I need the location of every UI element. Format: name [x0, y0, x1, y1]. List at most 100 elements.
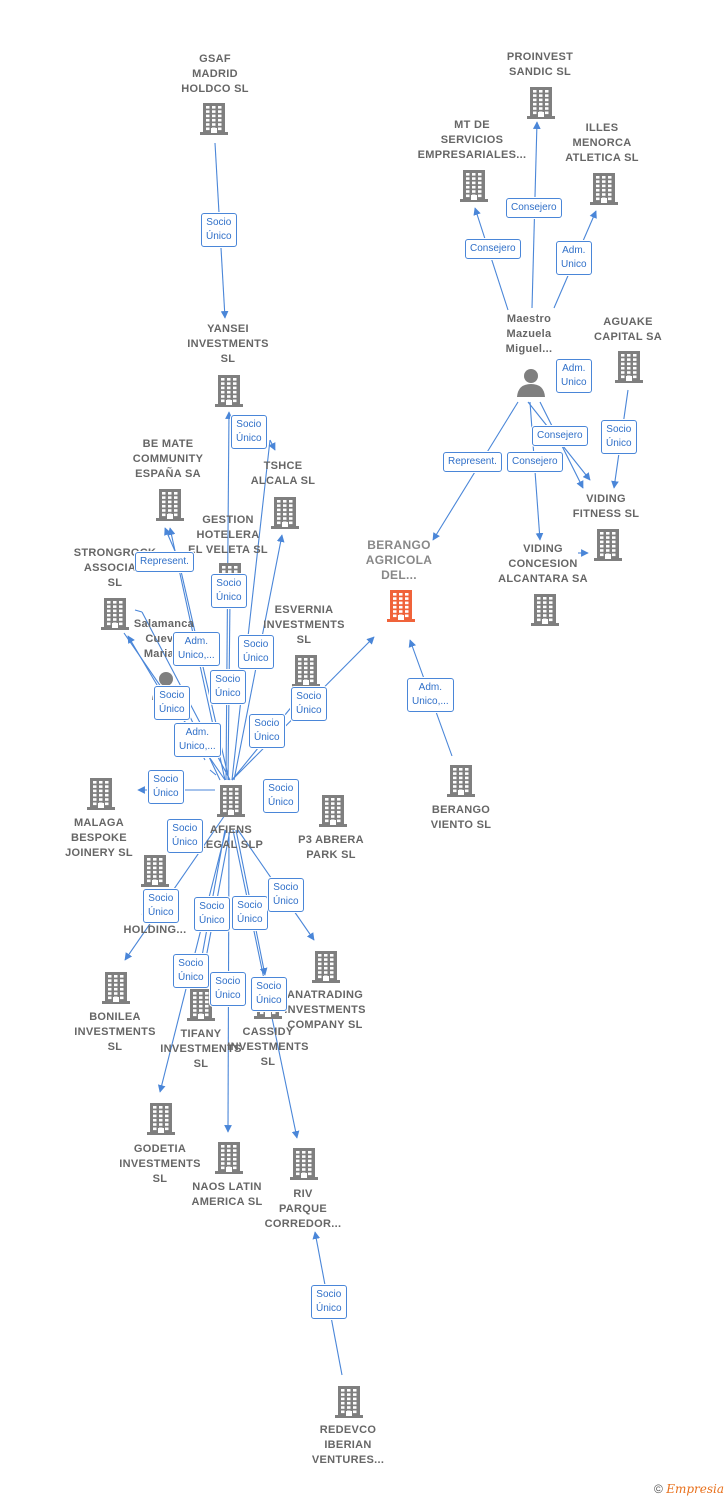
node-label: P3 ABRERA PARK SL [298, 834, 364, 861]
building-icon[interactable] [594, 527, 622, 566]
node-aguake[interactable]: AGUAKE CAPITAL SA [563, 315, 693, 345]
node-tshce[interactable]: TSHCE ALCALA SL [218, 459, 348, 489]
building-icon[interactable] [101, 596, 129, 635]
node-p3[interactable]: P3 ABRERA PARK SL [266, 833, 396, 863]
building-icon[interactable] [292, 653, 320, 692]
node-label: VIDING FITNESS SL [572, 493, 640, 520]
node-vidingc[interactable]: VIDING CONCESION ALCANTARA SA [478, 542, 608, 587]
building-icon[interactable] [200, 101, 228, 140]
building-icon[interactable] [615, 349, 643, 388]
building-icon[interactable] [215, 1140, 243, 1179]
node-esvernia[interactable]: ESVERNIA INVESTMENTS SL [239, 603, 369, 648]
relation-badge[interactable]: Socio Único [268, 878, 304, 912]
relation-badge[interactable]: Socio Único [210, 972, 246, 1006]
node-afiens[interactable]: AFIENS LEGAL SLP [166, 823, 296, 853]
relation-badge[interactable]: Adm. Unico,... [174, 723, 221, 757]
relation-badge[interactable]: Represent. [135, 552, 194, 572]
relation-badge[interactable]: Consejero [465, 239, 521, 259]
relation-badge[interactable]: Socio Único [601, 420, 637, 454]
node-ana[interactable]: ANATRADING INVESTMENTS COMPANY SL [260, 988, 390, 1033]
relation-badge[interactable]: Socio Único [211, 574, 247, 608]
building-icon[interactable] [590, 171, 618, 210]
building-icon[interactable] [271, 495, 299, 534]
node-vidingf[interactable]: VIDING FITNESS SL [541, 492, 671, 522]
building-icon[interactable] [215, 373, 243, 412]
relation-badge[interactable]: Socio Único [231, 415, 267, 449]
node-label: AGUAKE CAPITAL SA [594, 316, 662, 343]
building-icon[interactable] [147, 1101, 175, 1140]
relation-badge[interactable]: Socio Único [238, 635, 274, 669]
building-icon[interactable] [319, 793, 347, 832]
person-icon[interactable] [516, 367, 546, 402]
node-gsaf[interactable]: GSAF MADRID HOLDCO SL [150, 52, 280, 97]
node-maestro[interactable]: Maestro Mazuela Miguel... [464, 312, 594, 357]
node-berango[interactable]: BERANGO AGRICOLA DEL... [334, 538, 464, 583]
relation-badge[interactable]: Socio Único [143, 889, 179, 923]
relation-badge[interactable]: Socio Único [173, 954, 209, 988]
building-icon[interactable] [141, 853, 169, 892]
relation-badge[interactable]: Socio Único [249, 714, 285, 748]
building-icon[interactable] [102, 970, 130, 1009]
relation-badge[interactable]: Adm. Unico [556, 241, 592, 275]
node-redevco[interactable]: REDEVCO IBERIAN VENTURES... [283, 1423, 413, 1468]
relation-badge[interactable]: Represent. [443, 452, 502, 472]
relation-badge[interactable]: Socio Único [251, 977, 287, 1011]
node-mtde[interactable]: MT DE SERVICIOS EMPRESARIALES... [407, 118, 537, 163]
relation-badge[interactable]: Socio Único [263, 779, 299, 813]
empresia-logo[interactable]: Empresia [666, 1482, 724, 1496]
node-bonilea[interactable]: BONILEA INVESTMENTS SL [50, 1010, 180, 1055]
relation-badge[interactable]: Consejero [507, 452, 563, 472]
building-icon[interactable] [217, 783, 245, 822]
node-yansei[interactable]: YANSEI INVESTMENTS SL [163, 322, 293, 367]
relation-badge[interactable]: Socio Único [201, 213, 237, 247]
relation-badge[interactable]: Adm. Unico,... [173, 632, 220, 666]
relation-badge[interactable]: Socio Único [232, 896, 268, 930]
relation-badge[interactable]: Socio Único [210, 670, 246, 704]
building-icon[interactable] [156, 487, 184, 526]
node-bemate[interactable]: BE MATE COMMUNITY ESPAÑA SA [103, 437, 233, 482]
node-label: YANSEI INVESTMENTS SL [187, 323, 269, 365]
node-illes[interactable]: ILLES MENORCA ATLETICA SL [537, 121, 667, 166]
building-icon[interactable] [531, 592, 559, 631]
edge-line [268, 439, 276, 451]
node-label: RIV PARQUE CORREDOR... [264, 1188, 342, 1230]
edge-line [473, 207, 509, 311]
relation-badge[interactable]: Adm. Unico [556, 359, 592, 393]
node-label: BERANGO AGRICOLA DEL... [365, 538, 433, 582]
node-godetia[interactable]: GODETIA INVESTMENTS SL [95, 1142, 225, 1187]
node-label: ANATRADING INVESTMENTS COMPANY SL [284, 989, 366, 1031]
relation-badge[interactable]: Socio Único [194, 897, 230, 931]
relation-badge[interactable]: Socio Único [291, 687, 327, 721]
building-icon[interactable] [335, 1384, 363, 1423]
node-label: MT DE SERVICIOS EMPRESARIALES... [417, 119, 527, 161]
node-label: CASSIDY INVESTMENTS SL [227, 1026, 309, 1068]
relation-badge[interactable]: Socio Único [148, 770, 184, 804]
node-label: ESVERNIA INVESTMENTS SL [263, 604, 345, 646]
node-proinvest[interactable]: PROINVEST SANDIC SL [475, 50, 605, 80]
node-malaga[interactable]: MALAGA BESPOKE JOINERY SL [34, 816, 164, 861]
building-icon[interactable] [460, 168, 488, 207]
relation-badge[interactable]: Consejero [506, 198, 562, 218]
node-tifany[interactable]: TIFANY INVESTMENTS SL [136, 1027, 266, 1072]
relation-badge[interactable]: Adm. Unico,... [407, 678, 454, 712]
node-riv[interactable]: RIV PARQUE CORREDOR... [238, 1187, 368, 1232]
building-icon[interactable] [290, 1146, 318, 1185]
building-icon[interactable] [187, 987, 215, 1026]
node-cassidy[interactable]: CASSIDY INVESTMENTS SL [203, 1025, 333, 1070]
node-naos[interactable]: NAOS LATIN AMERICA SL [162, 1180, 292, 1210]
relation-badge[interactable]: Socio Único [311, 1285, 347, 1319]
node-gestion[interactable]: GESTION HOTELERA EL VELETA SL [163, 513, 293, 558]
relation-badge[interactable]: Consejero [532, 426, 588, 446]
relation-badge[interactable]: Socio Único [154, 686, 190, 720]
building-icon[interactable] [447, 763, 475, 802]
node-berviento[interactable]: BERANGO VIENTO SL [396, 803, 526, 833]
node-label: BONILEA INVESTMENTS SL [74, 1011, 156, 1053]
node-label: AFIENS LEGAL SLP [198, 824, 264, 851]
building-icon[interactable] [312, 949, 340, 988]
edge-line [209, 769, 217, 776]
building-icon[interactable] [87, 776, 115, 815]
building-icon[interactable] [387, 588, 415, 627]
node-label: GESTION HOTELERA EL VELETA SL [188, 514, 268, 556]
building-icon[interactable] [527, 85, 555, 124]
relation-badge[interactable]: Socio Único [167, 819, 203, 853]
